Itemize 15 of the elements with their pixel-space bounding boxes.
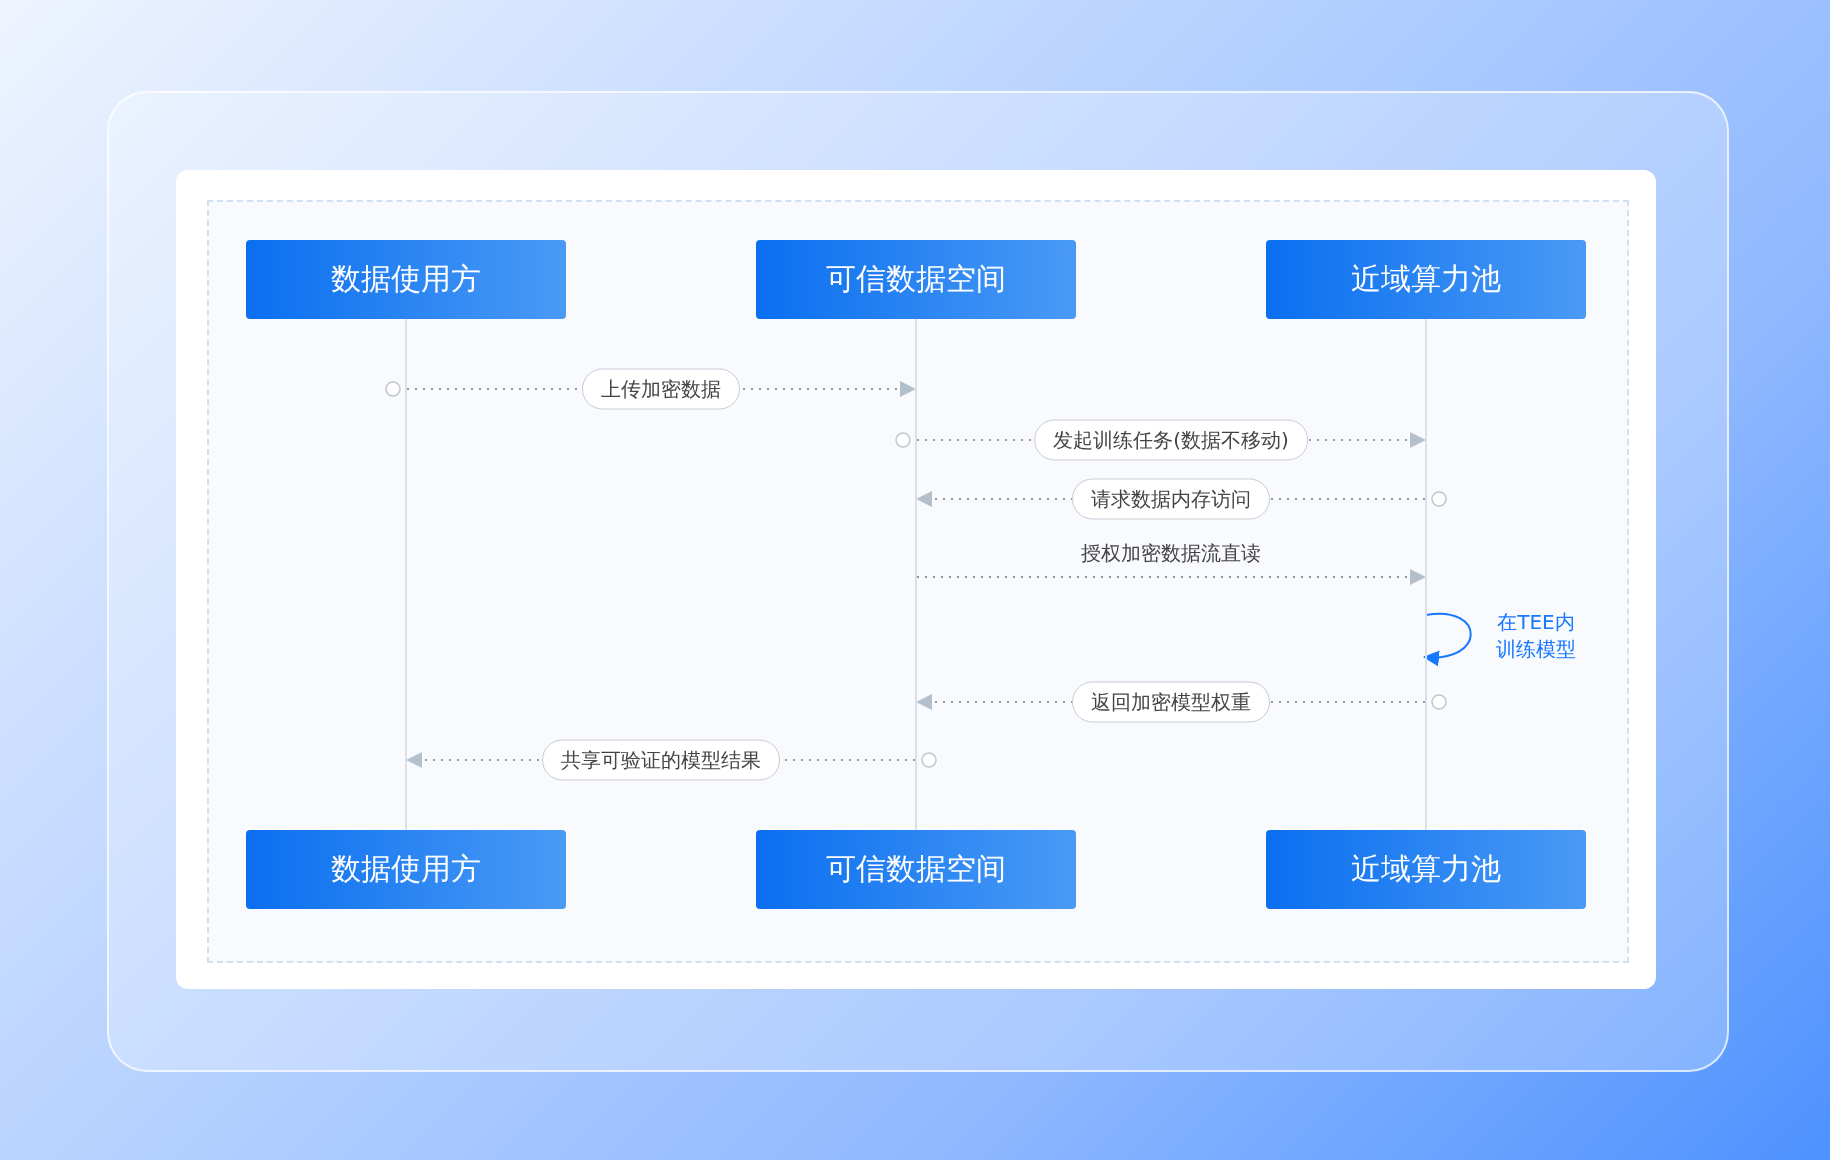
participant-box: 近域算力池 xyxy=(1266,830,1586,909)
edge-label: 发起训练任务(数据不移动) xyxy=(1034,419,1308,461)
edge-label: 返回加密模型权重 xyxy=(1072,681,1270,723)
edge-label: 共享可验证的模型结果 xyxy=(542,739,780,781)
participant-box: 可信数据空间 xyxy=(756,240,1076,319)
edge-label: 请求数据内存访问 xyxy=(1072,478,1270,520)
participant-box: 数据使用方 xyxy=(246,830,566,909)
edge-label: 授权加密数据流直读 xyxy=(1081,539,1261,567)
participant-box: 可信数据空间 xyxy=(756,830,1076,909)
message-arrow xyxy=(916,569,1426,585)
participant-box: 数据使用方 xyxy=(246,240,566,319)
edge-label: 在TEE内训练模型 xyxy=(1495,609,1577,663)
self-arrow xyxy=(1423,612,1472,666)
participant-box: 近域算力池 xyxy=(1266,240,1586,319)
edge-label: 上传加密数据 xyxy=(582,368,740,410)
